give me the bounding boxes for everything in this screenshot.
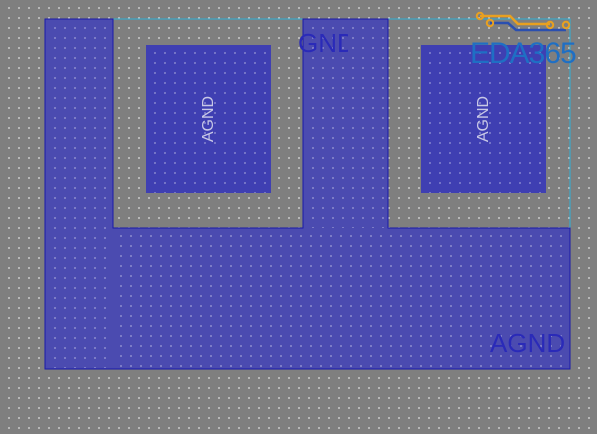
pour-net-label-main: AGND: [490, 328, 566, 358]
pad-agnd-left[interactable]: AGND: [146, 45, 271, 193]
eda365-logo-trace-icon: [475, 11, 571, 32]
pour-dots-left: [46, 20, 112, 368]
copper-pour-agnd[interactable]: [44, 18, 571, 370]
board-edge-outline: [113, 18, 571, 228]
pad-agnd-right[interactable]: AGND: [421, 45, 546, 193]
pad-right-net-label: AGND: [474, 95, 492, 143]
pour-net-label-top: GND: [298, 28, 348, 58]
pour-dots-middle: [304, 20, 387, 228]
pad-left-net-label: AGND: [199, 95, 217, 143]
pour-dots-bottom: [112, 228, 569, 368]
eda365-logo-text: EDA365: [470, 37, 577, 70]
